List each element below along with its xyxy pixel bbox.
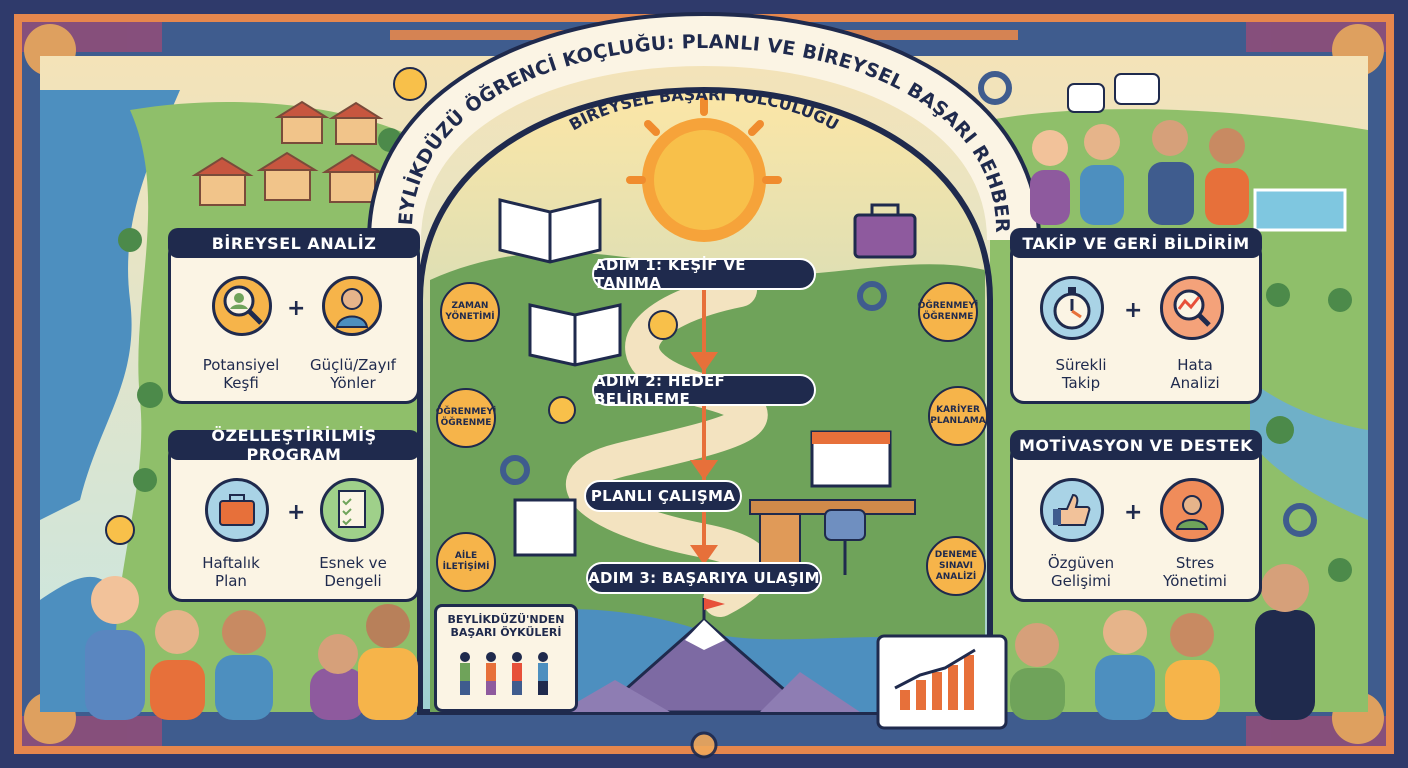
houses [191, 100, 384, 206]
panel-title-custom-program: ÖZELLEŞTİRİLMİŞ PROGRAM [168, 426, 420, 464]
svg-text:'BEYLİKDÜZÜ ÖĞRENCİ KOÇLUĞU: P: 'BEYLİKDÜZÜ ÖĞRENCİ KOÇLUĞU: PLANLI VE B… [0, 0, 1013, 233]
panel-title-tracking-feedback: TAKİP VE GERİ BİLDİRİM [1010, 228, 1262, 258]
success-stories-title: BEYLİKDÜZÜ'NDEN BAŞARI ÖYKÜLERİ [447, 613, 565, 639]
step-1-label: ADIM 1: KEŞİF VE TANIMA [592, 256, 816, 292]
success-stories-box: BEYLİKDÜZÜ'NDEN BAŞARI ÖYKÜLERİ [434, 604, 578, 712]
item-label-flexible: Esnek ve Dengeli [319, 554, 387, 590]
students-group-left [85, 576, 418, 720]
bubble-family-communication: AİLE İLETİŞİMİ [436, 532, 496, 592]
panel-title-motivation-support: MOTİVASYON VE DESTEK [1010, 430, 1262, 460]
panel-individual-analysis [168, 240, 420, 404]
bubble-learning-to-learn-left: ÖĞRENMEYİ ÖĞRENME [436, 388, 496, 448]
subtitle: BİREYSEL BAŞARI YOLCULUĞU [566, 85, 842, 134]
svg-text:BİREYSEL BAŞARI YOLCULUĞU: BİREYSEL BAŞARI YOLCULUĞU [566, 85, 842, 134]
item-label-stress: Stres Yönetimi [1163, 554, 1227, 590]
arc-title: 'BEYLİKDÜZÜ ÖĞRENCİ KOÇLUĞU: PLANLI VE B… [0, 0, 1013, 233]
coaches-group-top-right [1030, 120, 1249, 225]
sun-illustration [626, 96, 782, 242]
step-2-label: ADIM 2: HEDEF BELİRLEME [592, 372, 816, 408]
mountain-illustration [560, 598, 860, 714]
briefcase-icon [205, 478, 269, 542]
bubble-learning-to-learn-right: ÖĞRENMEYİ ÖĞRENME [918, 282, 978, 342]
step-3-label: ADIM 3: BAŞARIYA ULAŞIM [586, 562, 822, 594]
bubble-exam-analysis: DENEME SINAVI ANALİZİ [926, 536, 986, 596]
plus-sign: + [1124, 500, 1143, 525]
item-label-error-analysis: Hata Analizi [1170, 356, 1220, 392]
bubble-career-planning: KARİYER PLANLAMA [928, 386, 988, 446]
student-avatar-icon [322, 276, 382, 336]
planned-study-label: PLANLI ÇALIŞMA [584, 480, 742, 512]
item-label-weekly-plan: Haftalık Plan [202, 554, 260, 590]
error-analysis-icon [1160, 276, 1224, 340]
plus-sign: + [1124, 298, 1143, 323]
open-book-illustration [498, 198, 622, 367]
success-people-icon [460, 652, 548, 695]
item-label-potential: Potansiyel Keşfi [202, 356, 280, 392]
item-label-confidence: Özgüven Gelişimi [1047, 554, 1115, 590]
students-group-right [1010, 564, 1315, 720]
calm-person-icon [1160, 478, 1224, 542]
bubble-time-management: ZAMAN YÖNETİMİ [440, 282, 500, 342]
panel-title-individual-analysis: BİREYSEL ANALİZ [168, 228, 420, 258]
plus-sign: + [287, 500, 306, 525]
thumbs-up-icon [1040, 478, 1104, 542]
plus-sign: + [287, 296, 306, 321]
magnifier-person-icon [212, 276, 272, 336]
stopwatch-icon [1040, 276, 1104, 340]
item-label-continuous-tracking: Sürekli Takip [1055, 356, 1107, 392]
study-desk-illustration [749, 430, 916, 575]
item-label-strengths: Güçlü/Zayıf Yönler [310, 356, 396, 392]
checklist-icon [320, 478, 384, 542]
